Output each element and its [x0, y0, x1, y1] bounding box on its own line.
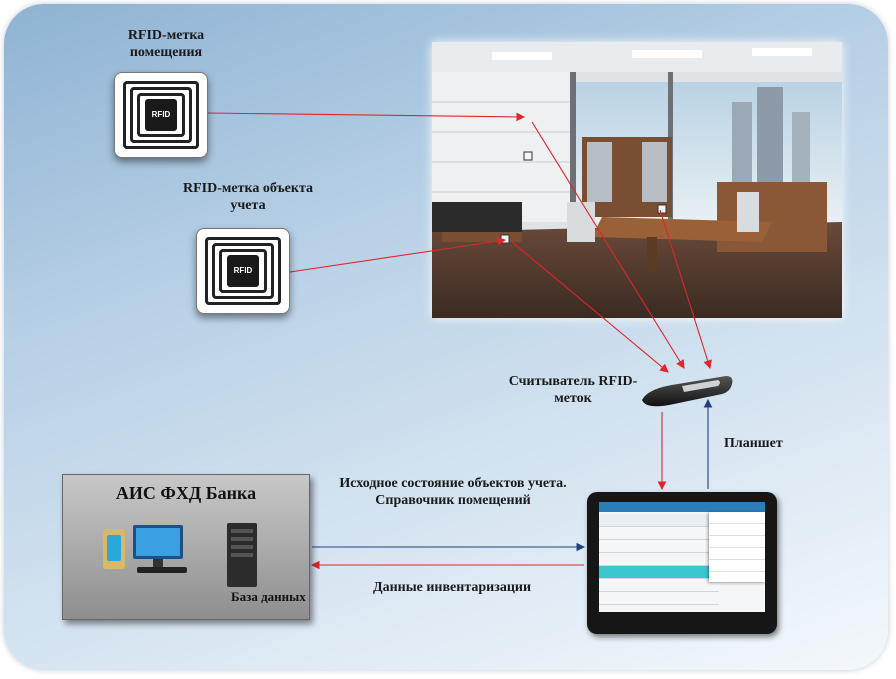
database-label: База данных — [231, 589, 306, 604]
rfid-chip: RFID — [145, 99, 177, 131]
inventory-data-label: Данные инвентаризации — [372, 580, 532, 595]
rfid-reader-icon — [642, 376, 733, 407]
reader-label: Считыватель RFID-меток — [508, 374, 638, 406]
ais-title: АИС ФХД Банка — [115, 483, 257, 503]
server-icon — [227, 523, 257, 587]
object-tag-label: RFID-метка объекта учета — [182, 181, 313, 213]
room-tag-label: RFID-метка помещения — [127, 28, 205, 60]
arrow-room-tag — [205, 112, 526, 122]
rfid-chip: RFID — [227, 255, 259, 287]
tablet-screen — [599, 502, 765, 612]
tablet-icon — [587, 492, 777, 634]
arrow-reader-room — [531, 121, 685, 369]
arrow-reader-object1 — [659, 209, 712, 370]
ais-system-box: АИС ФХД Банка База данных — [62, 474, 310, 620]
initial-state-label: Исходное состояние объектов учета. Справ… — [339, 476, 567, 508]
arrow-object-tag — [289, 236, 507, 273]
office-photo — [432, 42, 842, 318]
tablet-label: Планшет — [724, 436, 783, 451]
arrow-reader-object2 — [511, 241, 669, 373]
tablet-context-menu — [709, 512, 765, 584]
rfid-tag-icon: RFID — [114, 72, 208, 158]
rfid-tag-icon: RFID — [196, 228, 290, 314]
computer-icon — [103, 525, 187, 573]
